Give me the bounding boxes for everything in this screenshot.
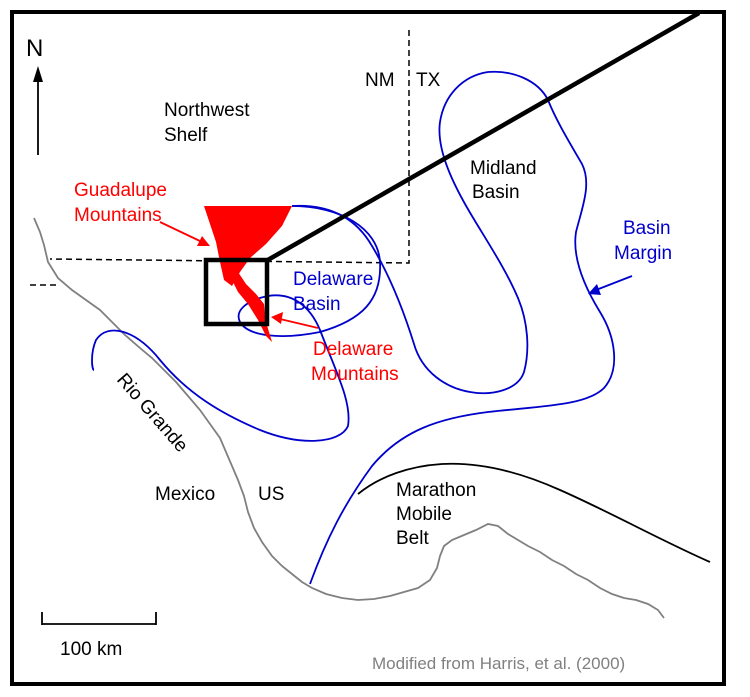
northwest-shelf-label-line2: Shelf xyxy=(164,125,208,146)
delaware-basin-label: Delaware xyxy=(293,269,373,290)
basin-margin-label-line2: Margin xyxy=(614,243,672,264)
guadalupe-mountains-label-line2: Mountains xyxy=(74,205,162,226)
us-label: US xyxy=(258,484,284,505)
mexico-label: Mexico xyxy=(155,484,215,505)
midland-basin-outline xyxy=(291,70,616,585)
source-credit: Modified from Harris, et al. (2000) xyxy=(372,654,625,673)
basin-margin-pointer-arrow xyxy=(588,275,633,295)
marathon-label: Marathon xyxy=(396,480,476,501)
scale-bar xyxy=(41,612,157,625)
delaware-mountains-label-line2: Mountains xyxy=(311,364,399,385)
state-boundary-line xyxy=(49,30,410,264)
northwest-shelf-label: Northwest xyxy=(164,100,250,121)
marathon-belt-line xyxy=(357,462,711,563)
map-border xyxy=(10,10,726,686)
tx-label: TX xyxy=(416,70,441,91)
delaware-basin-label-line2: Basin xyxy=(293,294,341,315)
midland-basin-label: Midland xyxy=(470,158,537,179)
basin-margin-label: Basin xyxy=(623,218,671,239)
delaware-mtns-pointer-arrow xyxy=(271,312,319,329)
study-area-box xyxy=(203,257,270,327)
inset-leader-line xyxy=(264,11,701,263)
guadalupe-pointer-arrow xyxy=(159,221,210,246)
midland-basin-label-line2: Basin xyxy=(472,182,520,203)
guadalupe-mountains-shape xyxy=(204,206,292,286)
rio-grande-river xyxy=(33,217,665,619)
scale-bar-label: 100 km xyxy=(60,639,122,660)
rio-grande-label: Rio Grande xyxy=(112,370,192,457)
nm-label: NM xyxy=(365,70,395,91)
marathon-label-line3: Belt xyxy=(396,528,429,549)
guadalupe-mountains-label: Guadalupe xyxy=(74,180,167,201)
marathon-label-line2: Mobile xyxy=(396,504,452,525)
north-arrow-icon xyxy=(33,66,43,155)
delaware-basin-outline xyxy=(91,205,381,442)
delaware-mountains-label: Delaware xyxy=(313,339,393,360)
north-label: N xyxy=(26,35,43,62)
